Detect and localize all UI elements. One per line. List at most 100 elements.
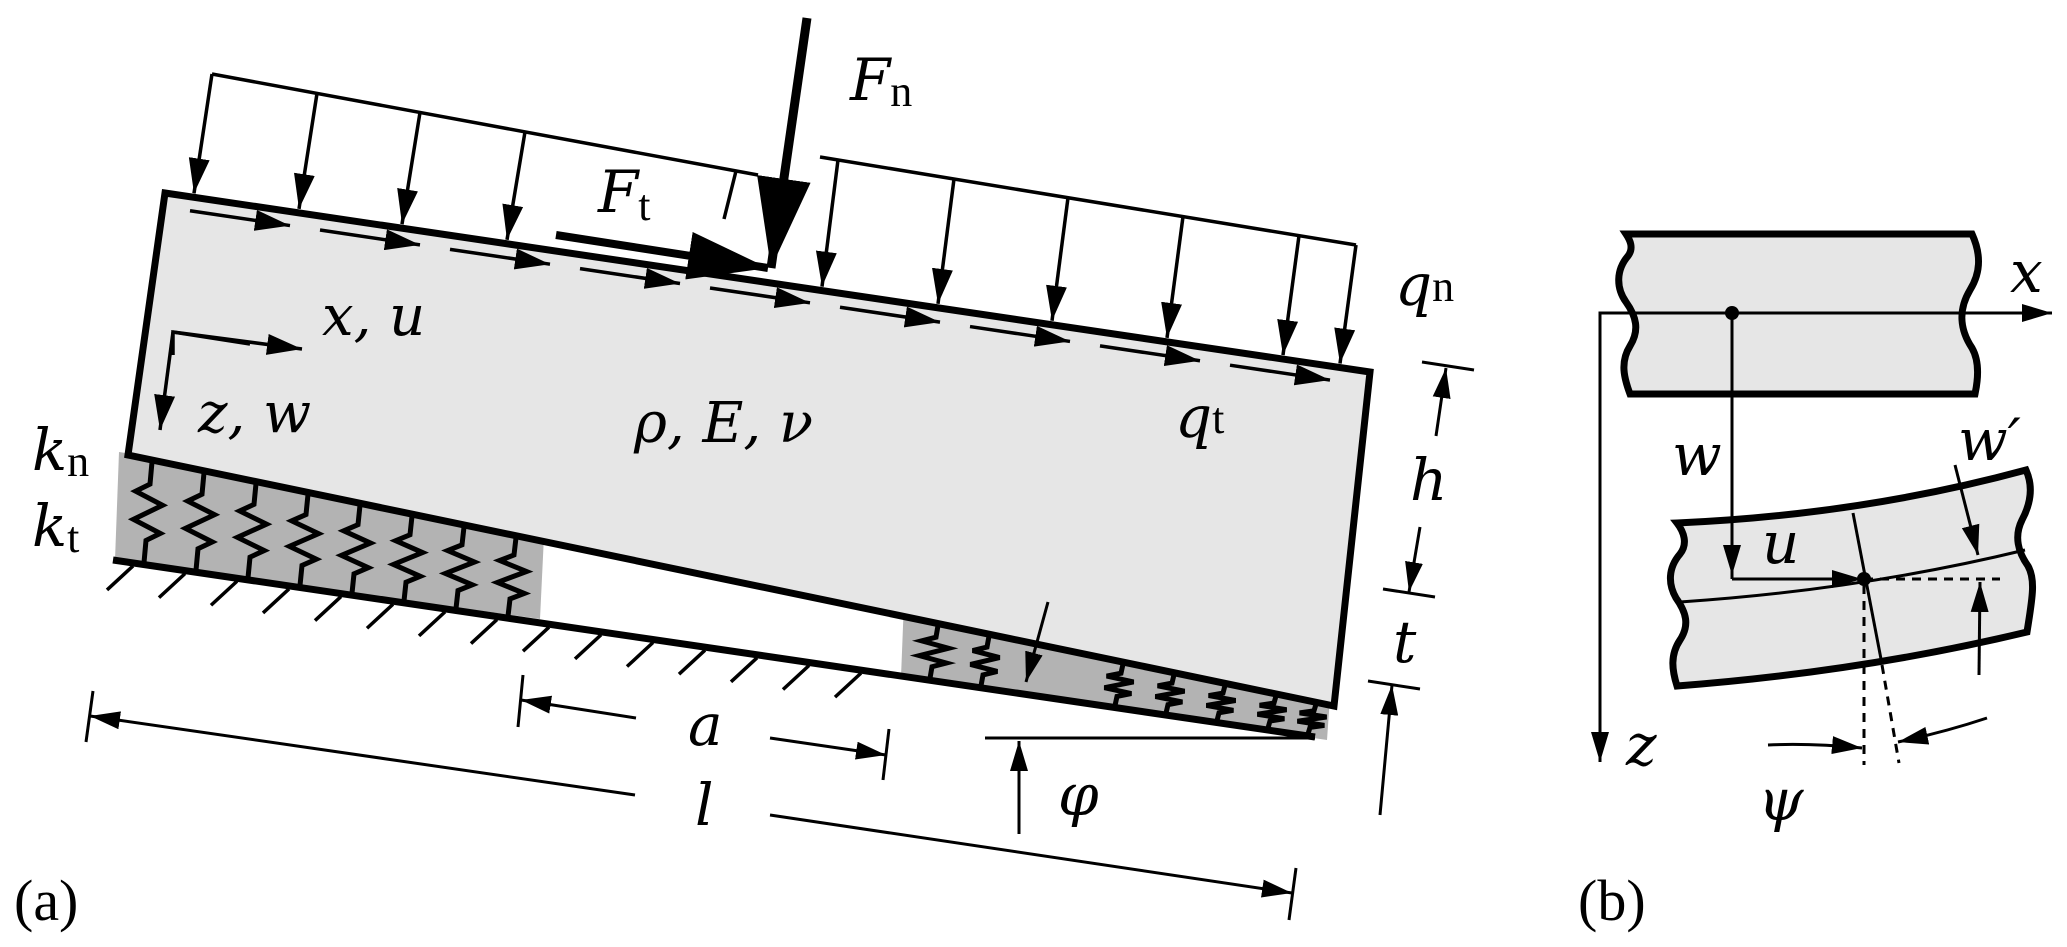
normal-load-arrow	[1334, 244, 1358, 364]
ground-hatch-mark	[521, 625, 551, 653]
normal-load-arrow	[294, 93, 319, 210]
normal-load-arrow	[397, 112, 422, 225]
dim-h-arrow-up	[1432, 367, 1451, 437]
spring-icon	[1205, 684, 1237, 722]
spring-icon	[127, 461, 169, 563]
ground-hatch-mark	[833, 671, 863, 699]
spring-icon	[1154, 674, 1186, 714]
dim-h-tick-top	[1421, 360, 1475, 372]
foundation-block-left	[115, 452, 545, 619]
label-axial-u: u	[1762, 509, 1799, 577]
dim-l-tick-right	[1287, 867, 1298, 921]
ground-hatch-mark	[677, 648, 707, 676]
tangential-load-arrow	[319, 228, 421, 251]
spring-icon	[231, 483, 273, 579]
normal-load-arrow	[1277, 235, 1301, 356]
spring-icon	[387, 515, 429, 602]
ground-line	[112, 556, 1316, 741]
ground-hatch-mark	[365, 602, 395, 630]
dim-a-arrow-right	[769, 736, 887, 760]
label-axial-coordinate: x, u	[322, 284, 425, 349]
slope-arrow-up	[1970, 581, 1989, 676]
tangential-load-arrow	[1229, 363, 1331, 386]
label-tangential-stiffness: kt	[32, 492, 79, 562]
dim-h-arrow-down	[1405, 526, 1423, 593]
dim-l-tick-left	[84, 690, 95, 743]
label-normal-stiffness: kn	[32, 416, 89, 486]
ground-hatch-mark	[417, 610, 447, 638]
spring-icon	[283, 494, 325, 586]
label-beam-length: l	[695, 771, 714, 839]
label-x-axis-b: x	[2010, 238, 2043, 306]
panel-b-label: (b)	[1578, 868, 1646, 933]
dim-l-arrow-right	[769, 813, 1293, 898]
ground-hatch-mark	[157, 572, 187, 599]
spring-icon	[1103, 663, 1135, 707]
label-transverse-coordinate: z, w	[197, 381, 311, 446]
normal-load-arrow	[1161, 216, 1185, 339]
spring-icon	[909, 625, 959, 679]
tangential-load-arrow	[579, 266, 681, 289]
z-axis-arrow	[154, 331, 176, 431]
dim-a-tick-left	[516, 674, 525, 728]
beam-body	[124, 189, 1374, 711]
label-beam-height: h	[1410, 446, 1447, 514]
label-rotation-psi: ψ	[1758, 766, 1804, 834]
label-normal-distributed-load: qn	[1395, 251, 1454, 319]
indentation-arrow	[1024, 601, 1050, 683]
tangential-load-arrow	[839, 305, 941, 328]
label-gap-length: a	[688, 691, 723, 759]
rotation-arrow-left	[1767, 736, 1863, 755]
dim-l-arrow-left	[89, 711, 636, 797]
rotation-arrow-right	[1897, 716, 1988, 745]
label-tangential-force: Ft	[597, 158, 650, 230]
spring-icon	[490, 537, 534, 617]
tangential-load-arrow	[449, 247, 551, 270]
spring-icon	[335, 505, 377, 594]
tangential-load-arrow	[1099, 344, 1201, 366]
tangential-load-arrow	[969, 324, 1071, 347]
label-deflection-w: w	[1672, 421, 1722, 489]
label-slope-w-prime: w′	[1958, 406, 2021, 474]
ground-hatch-mark	[729, 656, 759, 684]
normal-force-arrow	[757, 17, 812, 269]
normal-load-left-block	[188, 72, 759, 241]
ground-hatch-mark	[781, 664, 811, 691]
ground-hatch-mark	[105, 564, 135, 592]
normal-load-arrow	[1046, 197, 1070, 321]
tangential-load-arrows	[189, 208, 1331, 386]
normal-load-arrow	[502, 131, 527, 241]
tangential-load-arrow	[189, 208, 291, 231]
panel-a-label: (a)	[14, 868, 78, 933]
spring-icon	[1257, 695, 1287, 729]
cross-section-line	[1851, 512, 1883, 660]
spring-icon	[969, 635, 1001, 687]
label-inclination-angle: φ	[1058, 761, 1099, 829]
label-z-axis-b: z	[1625, 711, 1657, 779]
ground-hatch-mark	[469, 618, 499, 645]
ground-hatch-mark	[261, 587, 291, 615]
normal-load-arrow	[815, 159, 840, 287]
ground-hatch-mark	[209, 579, 239, 607]
label-normal-force: Fn	[849, 46, 912, 116]
dim-h-tick-bottom	[1382, 587, 1436, 599]
ground-hatching	[105, 564, 863, 699]
normal-load-left-envelope	[211, 72, 759, 177]
panel-a: Fn Ft qn qt x, u z, w ρ, E, ν kn kt a l …	[14, 17, 1475, 933]
spring-icon	[1297, 703, 1327, 735]
ground-hatch-mark	[625, 641, 655, 668]
normal-load-arrow	[188, 73, 214, 194]
spring-icon	[179, 472, 221, 571]
slope-arrow-down	[1953, 464, 1980, 556]
ground-hatch-mark	[573, 633, 603, 661]
normal-load-right-block	[815, 155, 1358, 364]
normal-load-arrow	[932, 178, 956, 305]
ground-hatch-mark	[313, 595, 343, 622]
tangential-load-arrow	[709, 286, 811, 309]
spring-group	[127, 461, 1327, 735]
normal-load-right-envelope	[819, 155, 1357, 247]
label-material-properties: ρ, E, ν	[633, 391, 813, 456]
panel-b: x z w u w′ ψ (b)	[1578, 230, 2052, 933]
spring-icon	[438, 526, 482, 609]
